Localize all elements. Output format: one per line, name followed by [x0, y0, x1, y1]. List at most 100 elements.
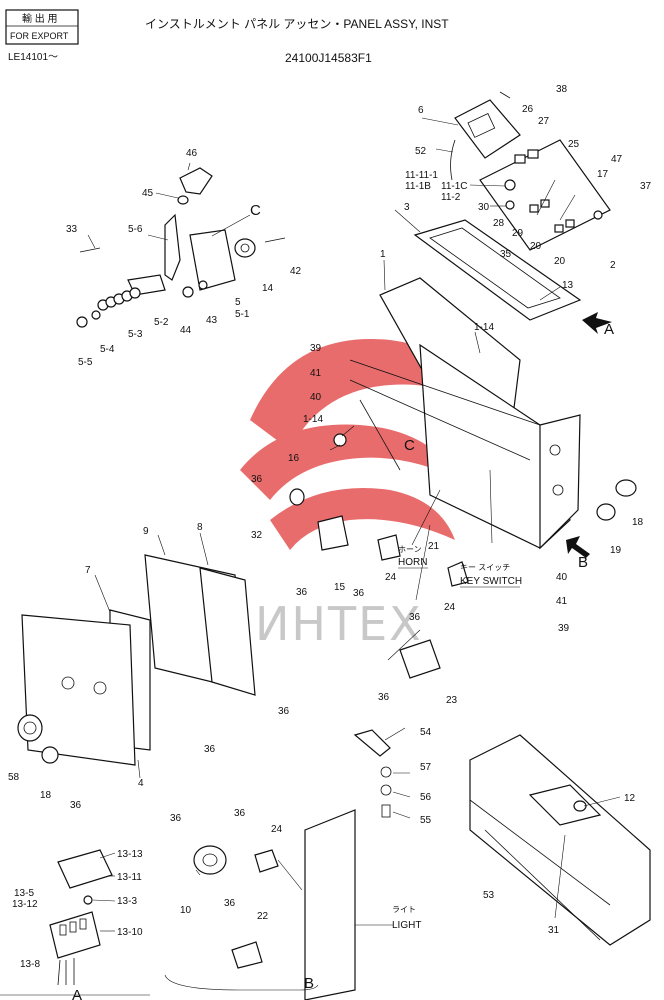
- callout-36-a: 36: [251, 474, 263, 485]
- callout-14: 14: [262, 283, 274, 294]
- callout-45: 45: [142, 188, 154, 199]
- stamp-line2: FOR EXPORT: [10, 31, 69, 41]
- callout-11-11-1: 11-11-1: [405, 170, 438, 181]
- lower-center-parts: [193, 729, 392, 1000]
- callout-38: 38: [556, 84, 568, 95]
- callout-labels: 1 1-14 1-14 2 3 4 5 5-1 5-2 5-3 5-4 5-5 …: [8, 84, 652, 970]
- callout-27: 27: [538, 116, 550, 127]
- callout-11-2: 11-2: [441, 192, 461, 203]
- callout-31: 31: [548, 925, 560, 936]
- callout-5-2: 5-2: [154, 317, 169, 328]
- callout-24-a: 24: [385, 572, 397, 583]
- callout-36-k: 36: [224, 898, 236, 909]
- callout-53: 53: [483, 890, 495, 901]
- watermark-text: ИНТЕХ: [255, 597, 423, 651]
- callout-16: 16: [288, 453, 300, 464]
- callout-24-c: 24: [271, 824, 283, 835]
- callout-22: 22: [257, 911, 269, 922]
- callout-36-j: 36: [234, 808, 246, 819]
- callout-44: 44: [180, 325, 192, 336]
- callout-5: 5: [235, 297, 241, 308]
- callout-23: 23: [446, 695, 458, 706]
- callout-20-a: 20: [530, 241, 542, 252]
- stamp-line1: 輸 出 用: [22, 12, 58, 25]
- callout-36-i: 36: [170, 813, 182, 824]
- callout-26: 26: [522, 104, 534, 115]
- view-a-label: A: [604, 321, 614, 338]
- callout-30: 30: [478, 202, 490, 213]
- view-c-label-frame: C: [404, 437, 415, 454]
- grommet-18-right: [615, 479, 637, 497]
- key-switch-label: KEY SWITCH: [460, 576, 522, 587]
- callout-13-13: 13-13: [117, 849, 143, 860]
- callout-5-4: 5-4: [100, 344, 115, 355]
- callout-24-b: 24: [444, 602, 456, 613]
- callout-9: 9: [143, 526, 149, 537]
- callout-17: 17: [597, 169, 609, 180]
- callout-55: 55: [420, 815, 432, 826]
- left-panels: [17, 554, 256, 766]
- callout-41-a: 41: [310, 368, 322, 379]
- view-b-arrow: [566, 536, 590, 558]
- callout-13: 13: [562, 280, 574, 291]
- callout-52: 52: [415, 146, 427, 157]
- light-jp-label: ライト: [392, 905, 416, 914]
- callout-15: 15: [334, 582, 346, 593]
- callout-36-g: 36: [204, 744, 216, 755]
- callout-18-left: 18: [40, 790, 52, 801]
- callout-43: 43: [206, 315, 218, 326]
- horn-jp-label: ホーン: [398, 545, 422, 554]
- callout-29: 29: [512, 228, 524, 239]
- callout-3: 3: [404, 202, 410, 213]
- grommet-19: [596, 503, 616, 521]
- callout-32: 32: [251, 530, 263, 541]
- callout-18-right: 18: [632, 517, 644, 528]
- callout-58: 58: [8, 772, 20, 783]
- callout-39-b: 39: [558, 623, 570, 634]
- callout-13-8: 13-8: [20, 959, 40, 970]
- callout-41-b: 41: [556, 596, 568, 607]
- view-b-bottom-label: B: [304, 975, 314, 992]
- callout-21: 21: [428, 541, 440, 552]
- console-frame: [349, 219, 582, 550]
- callout-35: 35: [500, 249, 512, 260]
- callout-11-1c: 11-1C: [441, 181, 468, 192]
- lower-right-bracket: [469, 734, 651, 946]
- callout-40-a: 40: [310, 392, 322, 403]
- callout-13-3: 13-3: [117, 896, 137, 907]
- light-label: LIGHT: [392, 920, 421, 931]
- callout-1-14-b: 1-14: [303, 414, 323, 425]
- callout-13-11: 13-11: [117, 872, 142, 883]
- callout-12: 12: [624, 793, 636, 804]
- view-a-bottom-label: A: [72, 987, 82, 1000]
- callout-1: 1: [380, 249, 386, 260]
- callout-13-12: 13-12: [12, 899, 38, 910]
- callout-57: 57: [420, 762, 432, 773]
- callout-37: 37: [640, 181, 652, 192]
- header: 輸 出 用 FOR EXPORT LE14101～ インストルメント パネル ア…: [5, 9, 449, 65]
- serial-range: LE14101～: [8, 52, 58, 63]
- callout-36-e: 36: [378, 692, 390, 703]
- callout-54: 54: [420, 727, 432, 738]
- callout-13-10: 13-10: [117, 927, 143, 938]
- callout-40-b: 40: [556, 572, 568, 583]
- callout-36-h: 36: [70, 800, 82, 811]
- callout-28: 28: [493, 218, 505, 229]
- callout-36-c: 36: [353, 588, 365, 599]
- callout-20-b: 20: [554, 256, 566, 267]
- callout-47: 47: [611, 154, 623, 165]
- part-number: 24100J14583F1: [285, 51, 372, 65]
- callout-5-6: 5-6: [128, 224, 143, 235]
- callout-8: 8: [197, 522, 203, 533]
- callout-56: 56: [420, 792, 432, 803]
- view-c-label-top: C: [250, 202, 261, 219]
- callout-1-14-a: 1-14: [474, 322, 494, 333]
- callout-42: 42: [290, 266, 302, 277]
- callout-46: 46: [186, 148, 198, 159]
- horn-relay-parts: [289, 433, 469, 679]
- callout-13-5: 13-5: [14, 888, 34, 899]
- washer-stack: [97, 287, 141, 311]
- horn-label: HORN: [398, 557, 427, 568]
- callout-39-a: 39: [310, 343, 322, 354]
- callout-11-1b: 11-1B: [405, 181, 431, 192]
